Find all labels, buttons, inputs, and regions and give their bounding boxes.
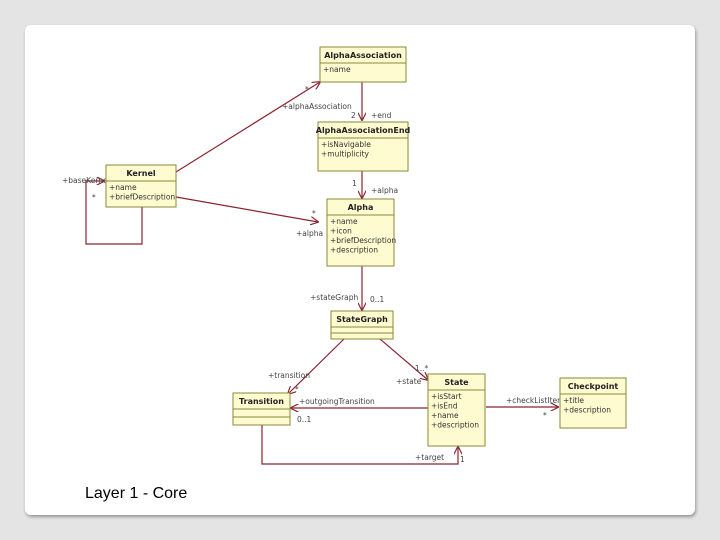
class-attribute: +name [323, 65, 351, 74]
slide-caption: Layer 1 - Core [85, 485, 188, 502]
target-multiplicity: 1 [460, 455, 465, 464]
transition-multiplicity: * [295, 385, 299, 394]
class-attribute: +icon [330, 227, 352, 236]
alpha-role-label-top: +alpha [371, 186, 398, 195]
edge-kernel-self [85, 181, 143, 245]
class-attribute: +isStart [431, 392, 462, 401]
class-state-graph: StateGraph [330, 310, 394, 340]
edge-transition-target [261, 425, 458, 465]
edge-kernel-association [176, 82, 320, 172]
edge-kernel-alpha [176, 197, 318, 222]
class-attribute: +description [563, 406, 611, 415]
class-attribute: +briefDescription [109, 193, 175, 202]
class-attribute: +isNavigable [321, 140, 371, 149]
class-attribute: +title [563, 396, 584, 405]
class-name-kernel: Kernel [126, 169, 156, 178]
alpha-multiplicity-top: 1 [352, 179, 357, 188]
alpha-association-multiplicity: * [305, 85, 309, 94]
class-attribute: +isEnd [431, 402, 458, 411]
end-multiplicity: 2 [351, 111, 356, 120]
edge-stategraph-state [380, 339, 428, 380]
alpha-association-role-label: +alphaAssociation [282, 102, 352, 111]
base-kernel-multiplicity: * [92, 193, 96, 202]
transition-role-label: +transition [268, 371, 310, 380]
checklist-item-role-label: +checkListItem [506, 396, 564, 405]
outgoing-transition-role-label: +outgoingTransition [299, 397, 375, 406]
class-attribute: +multiplicity [321, 150, 370, 159]
class-alpha-association: AlphaAssociation +name [319, 46, 407, 83]
kernel-alpha-multiplicity: * [312, 209, 316, 218]
class-attribute: +briefDescription [330, 236, 396, 245]
class-attribute: +name [109, 183, 137, 192]
class-kernel: Kernel +name+briefDescription [105, 164, 177, 208]
class-attribute: +name [431, 411, 459, 420]
class-transition: Transition [232, 392, 291, 426]
class-alpha: Alpha +name+icon+briefDescription+descrip… [326, 198, 396, 267]
end-role-label: +end [371, 111, 392, 120]
class-alpha-association-end: AlphaAssociationEnd +isNavigable+multipli… [316, 121, 411, 172]
class-name-state: State [444, 378, 469, 387]
state-role-label: +state [396, 377, 422, 386]
target-role-label: +target [415, 453, 444, 462]
class-attribute: +name [330, 217, 358, 226]
kernel-alpha-role-label: +alpha [296, 229, 323, 238]
outgoing-transition-multiplicity: 0..1 [297, 415, 312, 424]
checklist-item-multiplicity: * [543, 411, 547, 420]
class-name-alpha: Alpha [348, 203, 374, 212]
state-multiplicity: 1..* [415, 364, 429, 373]
state-graph-role-label: +stateGraph [310, 293, 359, 302]
class-name-state-graph: StateGraph [336, 315, 388, 324]
class-name-alpha-association: AlphaAssociation [324, 51, 402, 60]
class-name-alpha-association-end: AlphaAssociationEnd [316, 126, 411, 135]
state-graph-multiplicity: 0..1 [370, 295, 385, 304]
edge-stategraph-transition [288, 339, 344, 394]
class-name-checkpoint: Checkpoint [568, 382, 619, 391]
base-kernel-role-label: +baseKernel [62, 176, 110, 185]
class-state: State +isStart+isEnd+name+description [427, 373, 486, 447]
class-attribute: +description [431, 421, 479, 430]
class-checkpoint: Checkpoint +title+description [559, 377, 627, 429]
class-attribute: +description [330, 246, 378, 255]
class-name-transition: Transition [239, 397, 284, 406]
